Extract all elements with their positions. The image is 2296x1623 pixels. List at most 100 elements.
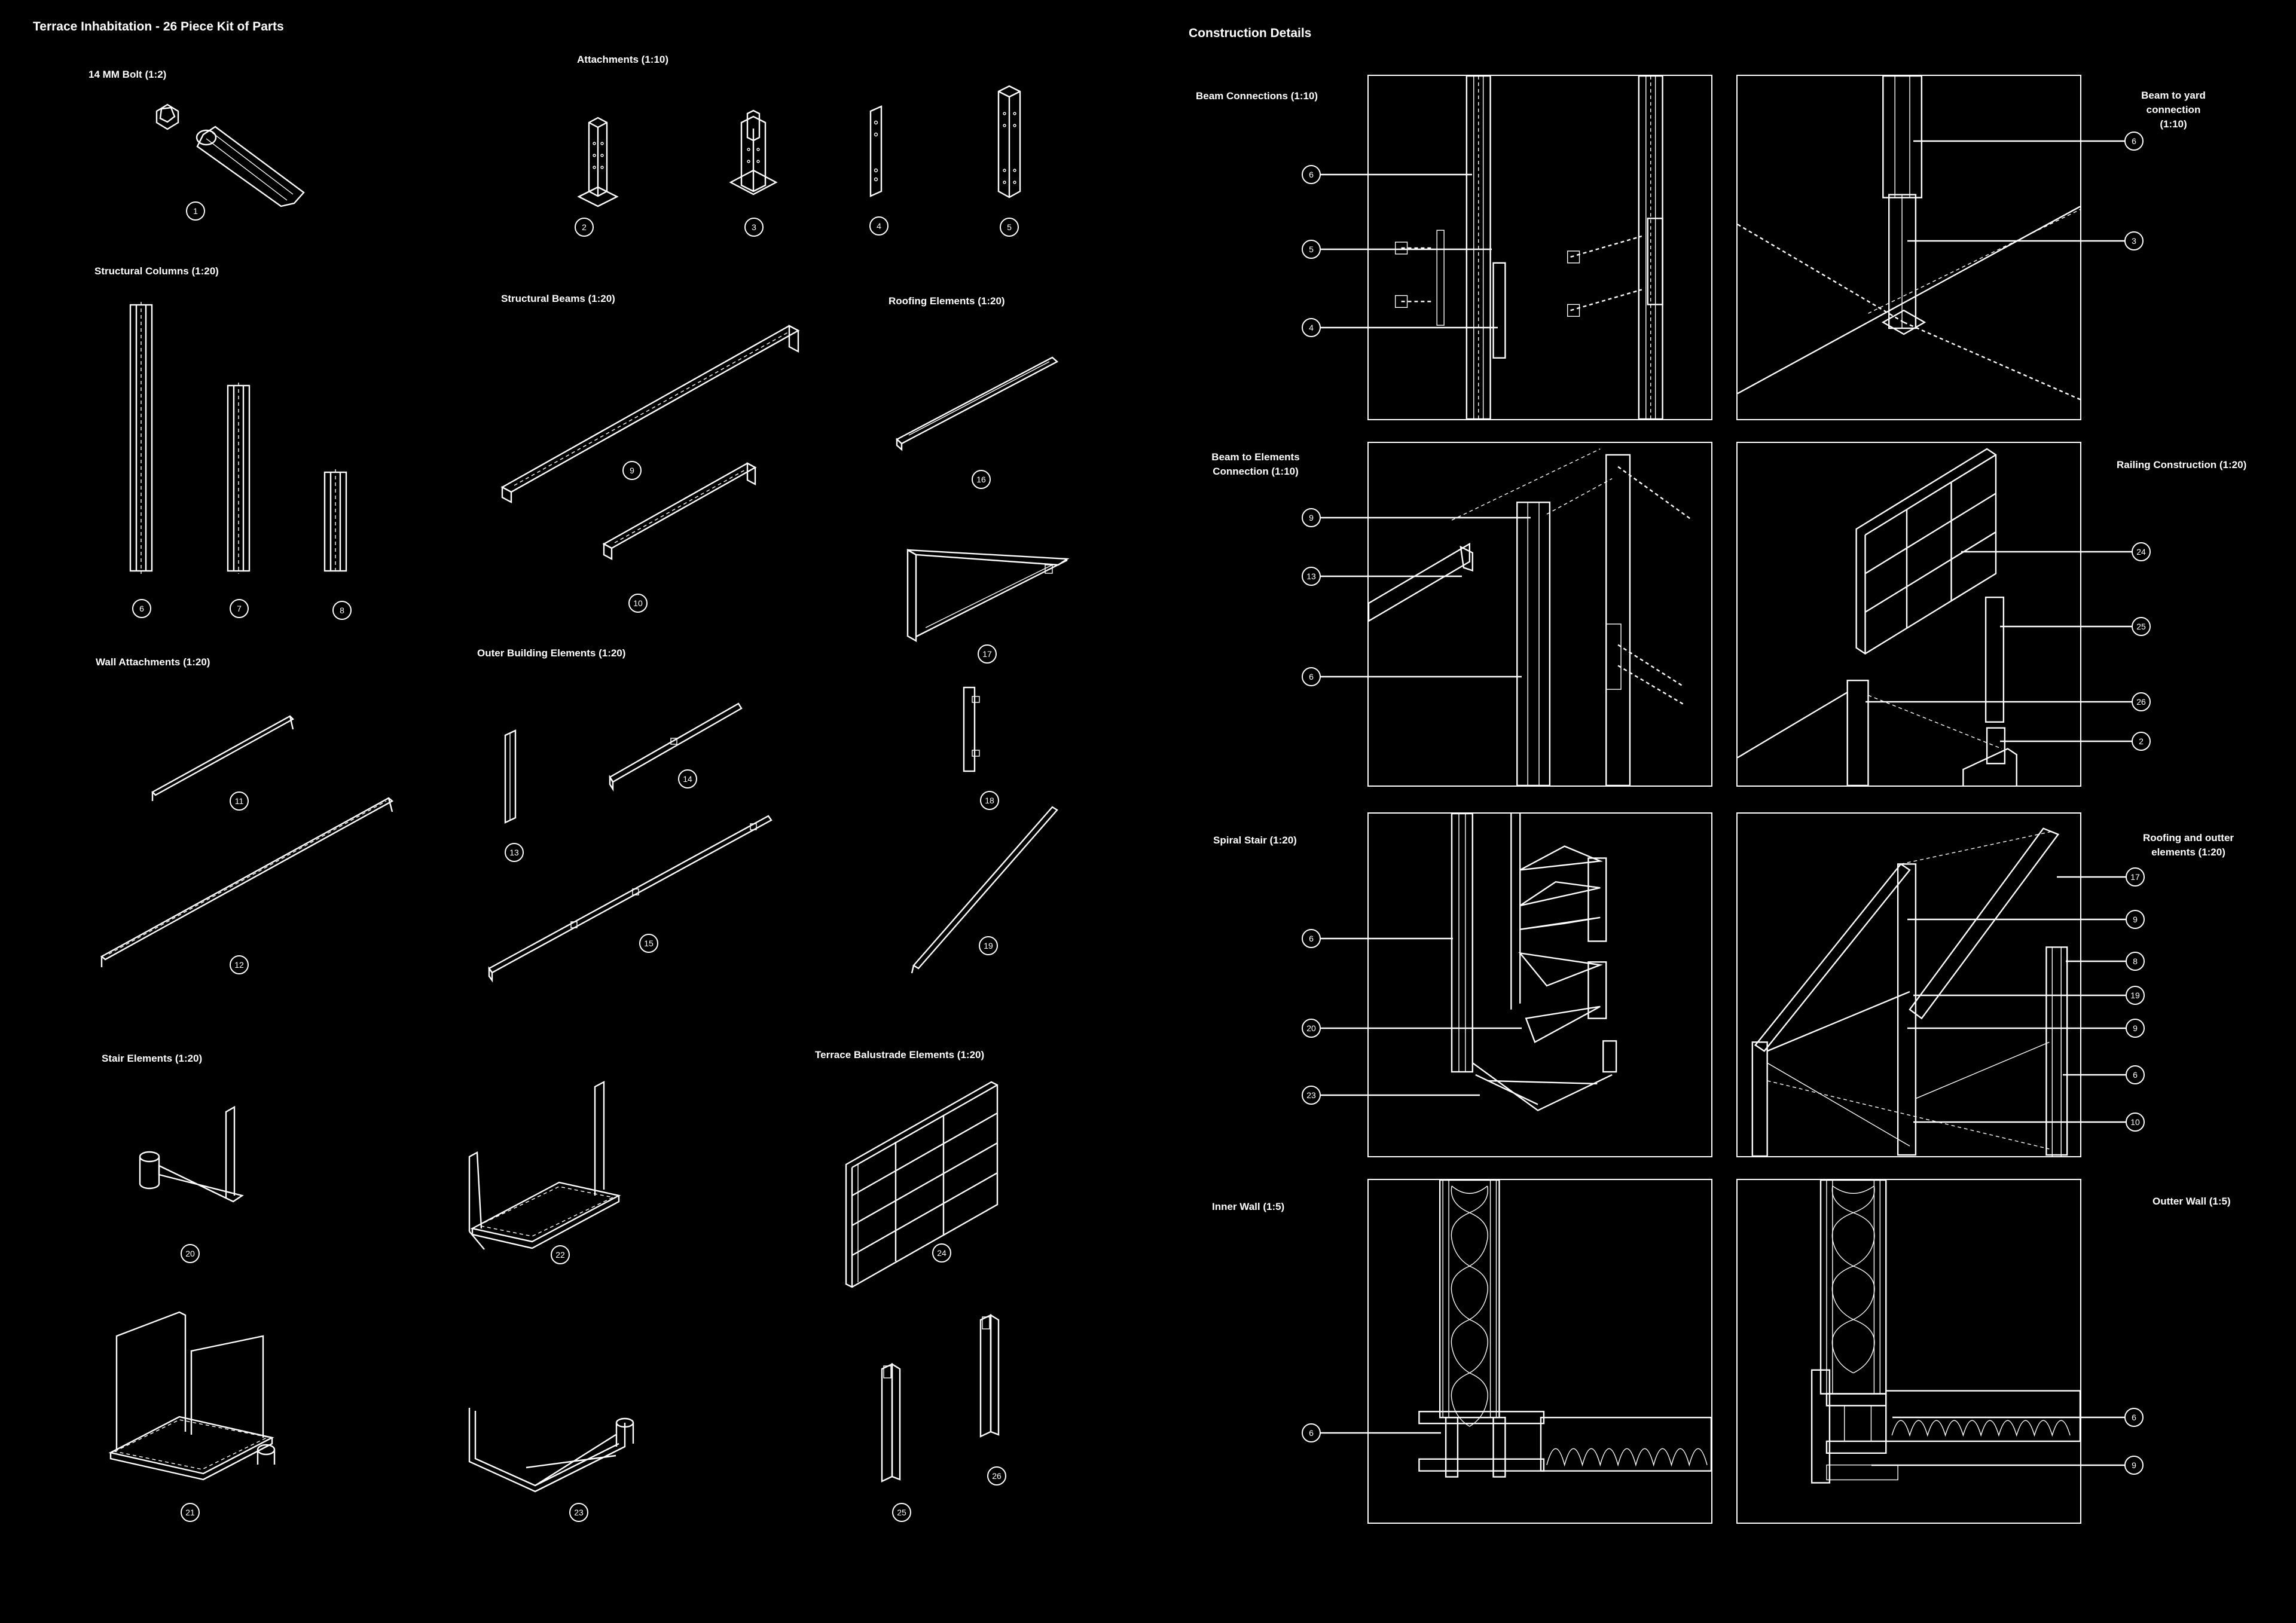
beam-9-drawing	[500, 325, 800, 503]
part-number-9: 9	[622, 461, 642, 480]
wall-attachment-12-drawing	[100, 797, 394, 967]
beam-to-elements-drawing	[1369, 448, 1693, 785]
detail-frame-beam-to-elements	[1367, 442, 1712, 787]
part-number-10: 10	[628, 594, 648, 613]
detail-frame-railing	[1736, 442, 2081, 787]
attachment-3-drawing	[729, 109, 778, 195]
label-beam-to-yard-line1: Beam to yard	[2141, 90, 2206, 101]
label-railing: Railing Construction (1:20)	[2117, 459, 2247, 470]
part-number-25: 25	[892, 1503, 911, 1522]
section-wall-attachments: Wall Attachments (1:20)	[96, 656, 210, 668]
bolt-drawing	[155, 103, 305, 207]
section-structural-columns: Structural Columns (1:20)	[94, 265, 219, 277]
part-number-26: 26	[987, 1466, 1006, 1486]
kit-title: Terrace Inhabitation - 26 Piece Kit of P…	[33, 20, 284, 33]
callout-roofing-19: 19	[2126, 986, 2145, 1005]
label-roofing-outer: Roofing and outter elements (1:20)	[2135, 831, 2242, 860]
label-outer-wall: Outter Wall (1:5)	[2152, 1196, 2231, 1207]
label-beam-connections: Beam Connections (1:10)	[1196, 90, 1318, 102]
part-number-13: 13	[505, 843, 524, 862]
section-terrace-balustrade: Terrace Balustrade Elements (1:20)	[815, 1049, 985, 1060]
label-roofing-outer-line2: elements (1:20)	[2151, 846, 2225, 858]
callout-roofing-9b: 9	[2126, 1019, 2145, 1038]
part-number-1: 1	[186, 201, 205, 221]
label-beam-to-elements-line1: Beam to Elements	[1211, 451, 1300, 463]
callout-outer-wall-9: 9	[2124, 1456, 2144, 1475]
roofing-16-drawing	[895, 356, 1059, 451]
part-number-20: 20	[181, 1244, 200, 1263]
part-number-24: 24	[932, 1243, 951, 1263]
label-beam-to-yard: Beam to yard connection (1:10)	[2132, 88, 2215, 132]
part-number-16: 16	[972, 470, 991, 489]
part-number-2: 2	[575, 218, 594, 237]
column-8-drawing	[323, 469, 347, 574]
part-number-18: 18	[980, 791, 999, 810]
callout-beam-connections-4: 4	[1302, 318, 1321, 337]
part-number-8: 8	[332, 601, 352, 620]
callout-spiral-stair-23: 23	[1302, 1086, 1321, 1105]
detail-frame-outer-wall	[1736, 1179, 2081, 1524]
element-26-drawing	[979, 1313, 1000, 1438]
callout-spiral-stair-20: 20	[1302, 1019, 1321, 1038]
roofing-17-drawing	[906, 548, 1070, 643]
detail-frame-roofing-outer	[1736, 812, 2081, 1157]
part-number-21: 21	[181, 1503, 200, 1522]
part-number-12: 12	[230, 955, 249, 974]
detail-frame-beam-to-yard	[1736, 75, 2081, 420]
inner-wall-drawing	[1418, 1180, 1711, 1478]
callout-roofing-9a: 9	[2126, 910, 2145, 929]
section-bolt: 14 MM Bolt (1:2)	[88, 69, 167, 80]
label-inner-wall: Inner Wall (1:5)	[1212, 1201, 1285, 1212]
label-beam-to-elements-line2: Connection (1:10)	[1213, 466, 1299, 477]
callout-beam-to-elements-13: 13	[1302, 567, 1321, 586]
roofing-outer-drawing	[1751, 827, 2068, 1156]
callout-outer-wall-6: 6	[2124, 1408, 2144, 1427]
attachment-2-drawing	[577, 117, 619, 207]
callout-beam-to-yard-3: 3	[2124, 231, 2144, 250]
stair-20-drawing	[139, 1105, 244, 1203]
callout-railing-24: 24	[2132, 542, 2151, 561]
kit-of-parts-drawings	[100, 85, 1070, 1493]
part-number-14: 14	[678, 769, 697, 788]
railing-drawing	[1738, 448, 2017, 785]
column-7-drawing	[227, 383, 251, 574]
stair-23-drawing	[468, 1408, 634, 1493]
stair-21-drawing	[108, 1311, 276, 1481]
construction-details-title: Construction Details	[1189, 26, 1312, 40]
part-number-22: 22	[551, 1245, 570, 1264]
roofing-18-drawing	[963, 686, 980, 772]
column-6-drawing	[129, 302, 153, 574]
callout-railing-2: 2	[2132, 732, 2151, 751]
part-number-3: 3	[744, 218, 764, 237]
beam-10-drawing	[602, 461, 757, 561]
callout-inner-wall-6: 6	[1302, 1423, 1321, 1442]
outer-element-15-drawing	[488, 815, 773, 983]
callout-roofing-10: 10	[2126, 1112, 2145, 1132]
part-number-17: 17	[978, 644, 997, 664]
part-number-7: 7	[230, 599, 249, 618]
callout-beam-to-elements-9: 9	[1302, 508, 1321, 527]
label-spiral-stair: Spiral Stair (1:20)	[1213, 835, 1297, 846]
element-25-drawing	[881, 1362, 901, 1483]
section-outer-building-elements: Outer Building Elements (1:20)	[477, 647, 626, 659]
section-structural-beams: Structural Beams (1:20)	[501, 293, 615, 304]
label-roofing-outer-line1: Roofing and outter	[2142, 832, 2234, 843]
section-attachments: Attachments (1:10)	[577, 54, 669, 65]
detail-frame-spiral-stair	[1367, 812, 1712, 1157]
label-beam-to-yard-line2: connection (1:10)	[2146, 104, 2201, 130]
section-stair-elements: Stair Elements (1:20)	[102, 1053, 203, 1064]
part-number-23: 23	[569, 1503, 588, 1522]
section-roofing-elements: Roofing Elements (1:20)	[889, 295, 1005, 307]
callout-beam-to-yard-6: 6	[2124, 132, 2144, 151]
part-number-19: 19	[979, 936, 998, 955]
part-number-6: 6	[132, 599, 151, 618]
part-number-11: 11	[230, 791, 249, 811]
wall-attachment-11-drawing	[151, 715, 294, 801]
stair-22-drawing	[468, 1081, 621, 1250]
beam-to-yard-drawing	[1738, 76, 2080, 401]
part-number-15: 15	[639, 934, 658, 953]
part-number-5: 5	[1000, 218, 1019, 237]
outer-wall-drawing	[1810, 1180, 2080, 1484]
callout-roofing-6: 6	[2126, 1065, 2145, 1084]
detail-frame-inner-wall	[1367, 1179, 1712, 1524]
